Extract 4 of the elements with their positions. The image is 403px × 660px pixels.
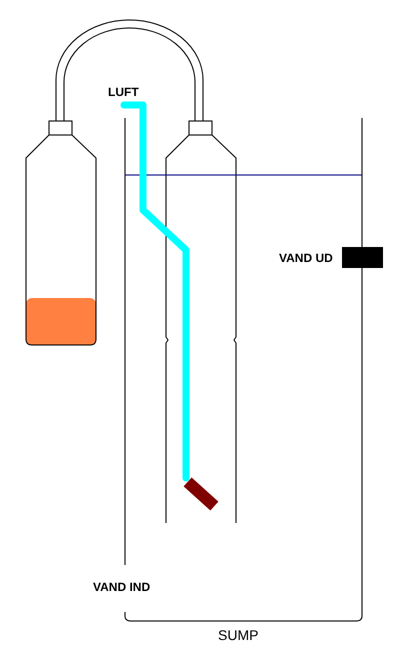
outlet-label: VAND UD (279, 252, 333, 264)
air-label: LUFT (108, 86, 139, 98)
inlet-label: VAND IND (93, 581, 150, 593)
tank-label: SUMP (218, 628, 258, 642)
